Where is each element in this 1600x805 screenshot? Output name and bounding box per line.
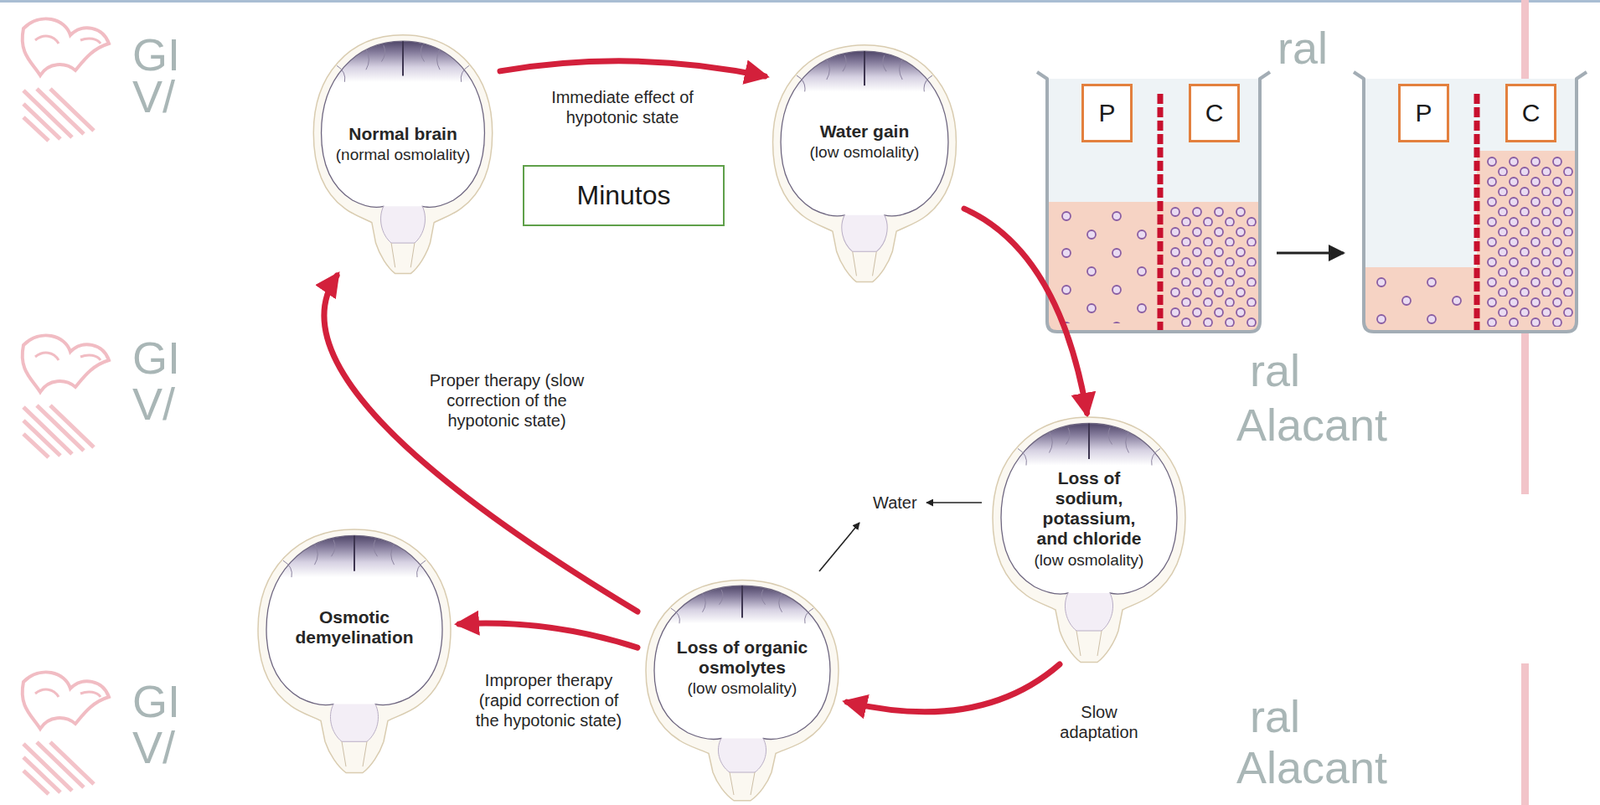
compartment-label: C	[1188, 83, 1240, 143]
brain-subtitle: (normal osmolality)	[325, 144, 481, 166]
compartment-label: P	[1081, 83, 1133, 143]
brain-node: Normal brain(normal osmolality)	[305, 30, 501, 276]
watermark: Alacant	[1236, 744, 1388, 790]
brain-subtitle: (low osmolality)	[786, 142, 943, 163]
brain-caption: Osmotic demyelination	[281, 607, 429, 648]
watermark: ral	[1249, 347, 1301, 393]
brain-title: Osmotic demyelination	[281, 607, 429, 648]
watermark: ral	[1277, 25, 1328, 71]
brain-subtitle: (low osmolality)	[665, 678, 821, 699]
brain-outline	[249, 525, 460, 775]
brain-title: Loss of organic osmolytes	[665, 637, 821, 678]
edge-label: Improper therapy (rapid correction of th…	[463, 669, 635, 732]
brain-node: Osmotic demyelination	[249, 525, 460, 775]
brain-node: Loss of organic osmolytes(low osmolality…	[637, 576, 847, 803]
watermark: GI	[132, 31, 181, 78]
watermark: GI	[132, 335, 181, 381]
annotation-label: Water	[871, 492, 919, 513]
flow-arrow	[459, 623, 638, 648]
brain-subtitle: (low osmolality)	[1020, 550, 1159, 571]
watermark: V/	[132, 724, 176, 770]
box-text: Minutos	[576, 180, 671, 212]
brain-title: Water gain	[786, 121, 943, 142]
brain-title: Loss of sodium, potassium, and chloride	[1032, 468, 1146, 550]
brain-caption: Loss of sodium, potassium, and chloride(…	[1020, 468, 1159, 570]
brain-node: Water gain(low osmolality)	[764, 41, 965, 284]
brain-caption: Loss of organic osmolytes(low osmolality…	[665, 637, 821, 699]
brain-caption: Water gain(low osmolality)	[786, 121, 943, 163]
flow-arrow	[846, 664, 1060, 713]
watermark: V/	[132, 73, 176, 119]
brain-outline	[764, 41, 965, 284]
time-box: Minutos	[522, 165, 725, 227]
compartment-label: P	[1398, 83, 1450, 143]
watermark: ral	[1249, 693, 1301, 739]
flow-arrow	[500, 61, 765, 77]
brain-caption: Normal brain(normal osmolality)	[325, 123, 481, 166]
compartment-label: C	[1505, 83, 1557, 143]
watermark: GI	[132, 678, 181, 724]
watermark: V/	[132, 381, 176, 427]
box-text: P	[1414, 98, 1432, 128]
edge-label: Slow adaptation	[1049, 701, 1149, 744]
edge-label: Immediate effect of hypotonic state	[532, 86, 713, 129]
box-text: P	[1098, 98, 1115, 128]
edge-label: Proper therapy (slow correction of the h…	[409, 369, 604, 432]
box-text: C	[1205, 98, 1224, 128]
brain-node: Loss of sodium, potassium, and chloride(…	[984, 412, 1194, 665]
box-text: C	[1522, 98, 1541, 128]
brain-title: Normal brain	[325, 123, 481, 145]
flow-arrow	[964, 208, 1088, 413]
watermark: Alacant	[1236, 402, 1388, 448]
